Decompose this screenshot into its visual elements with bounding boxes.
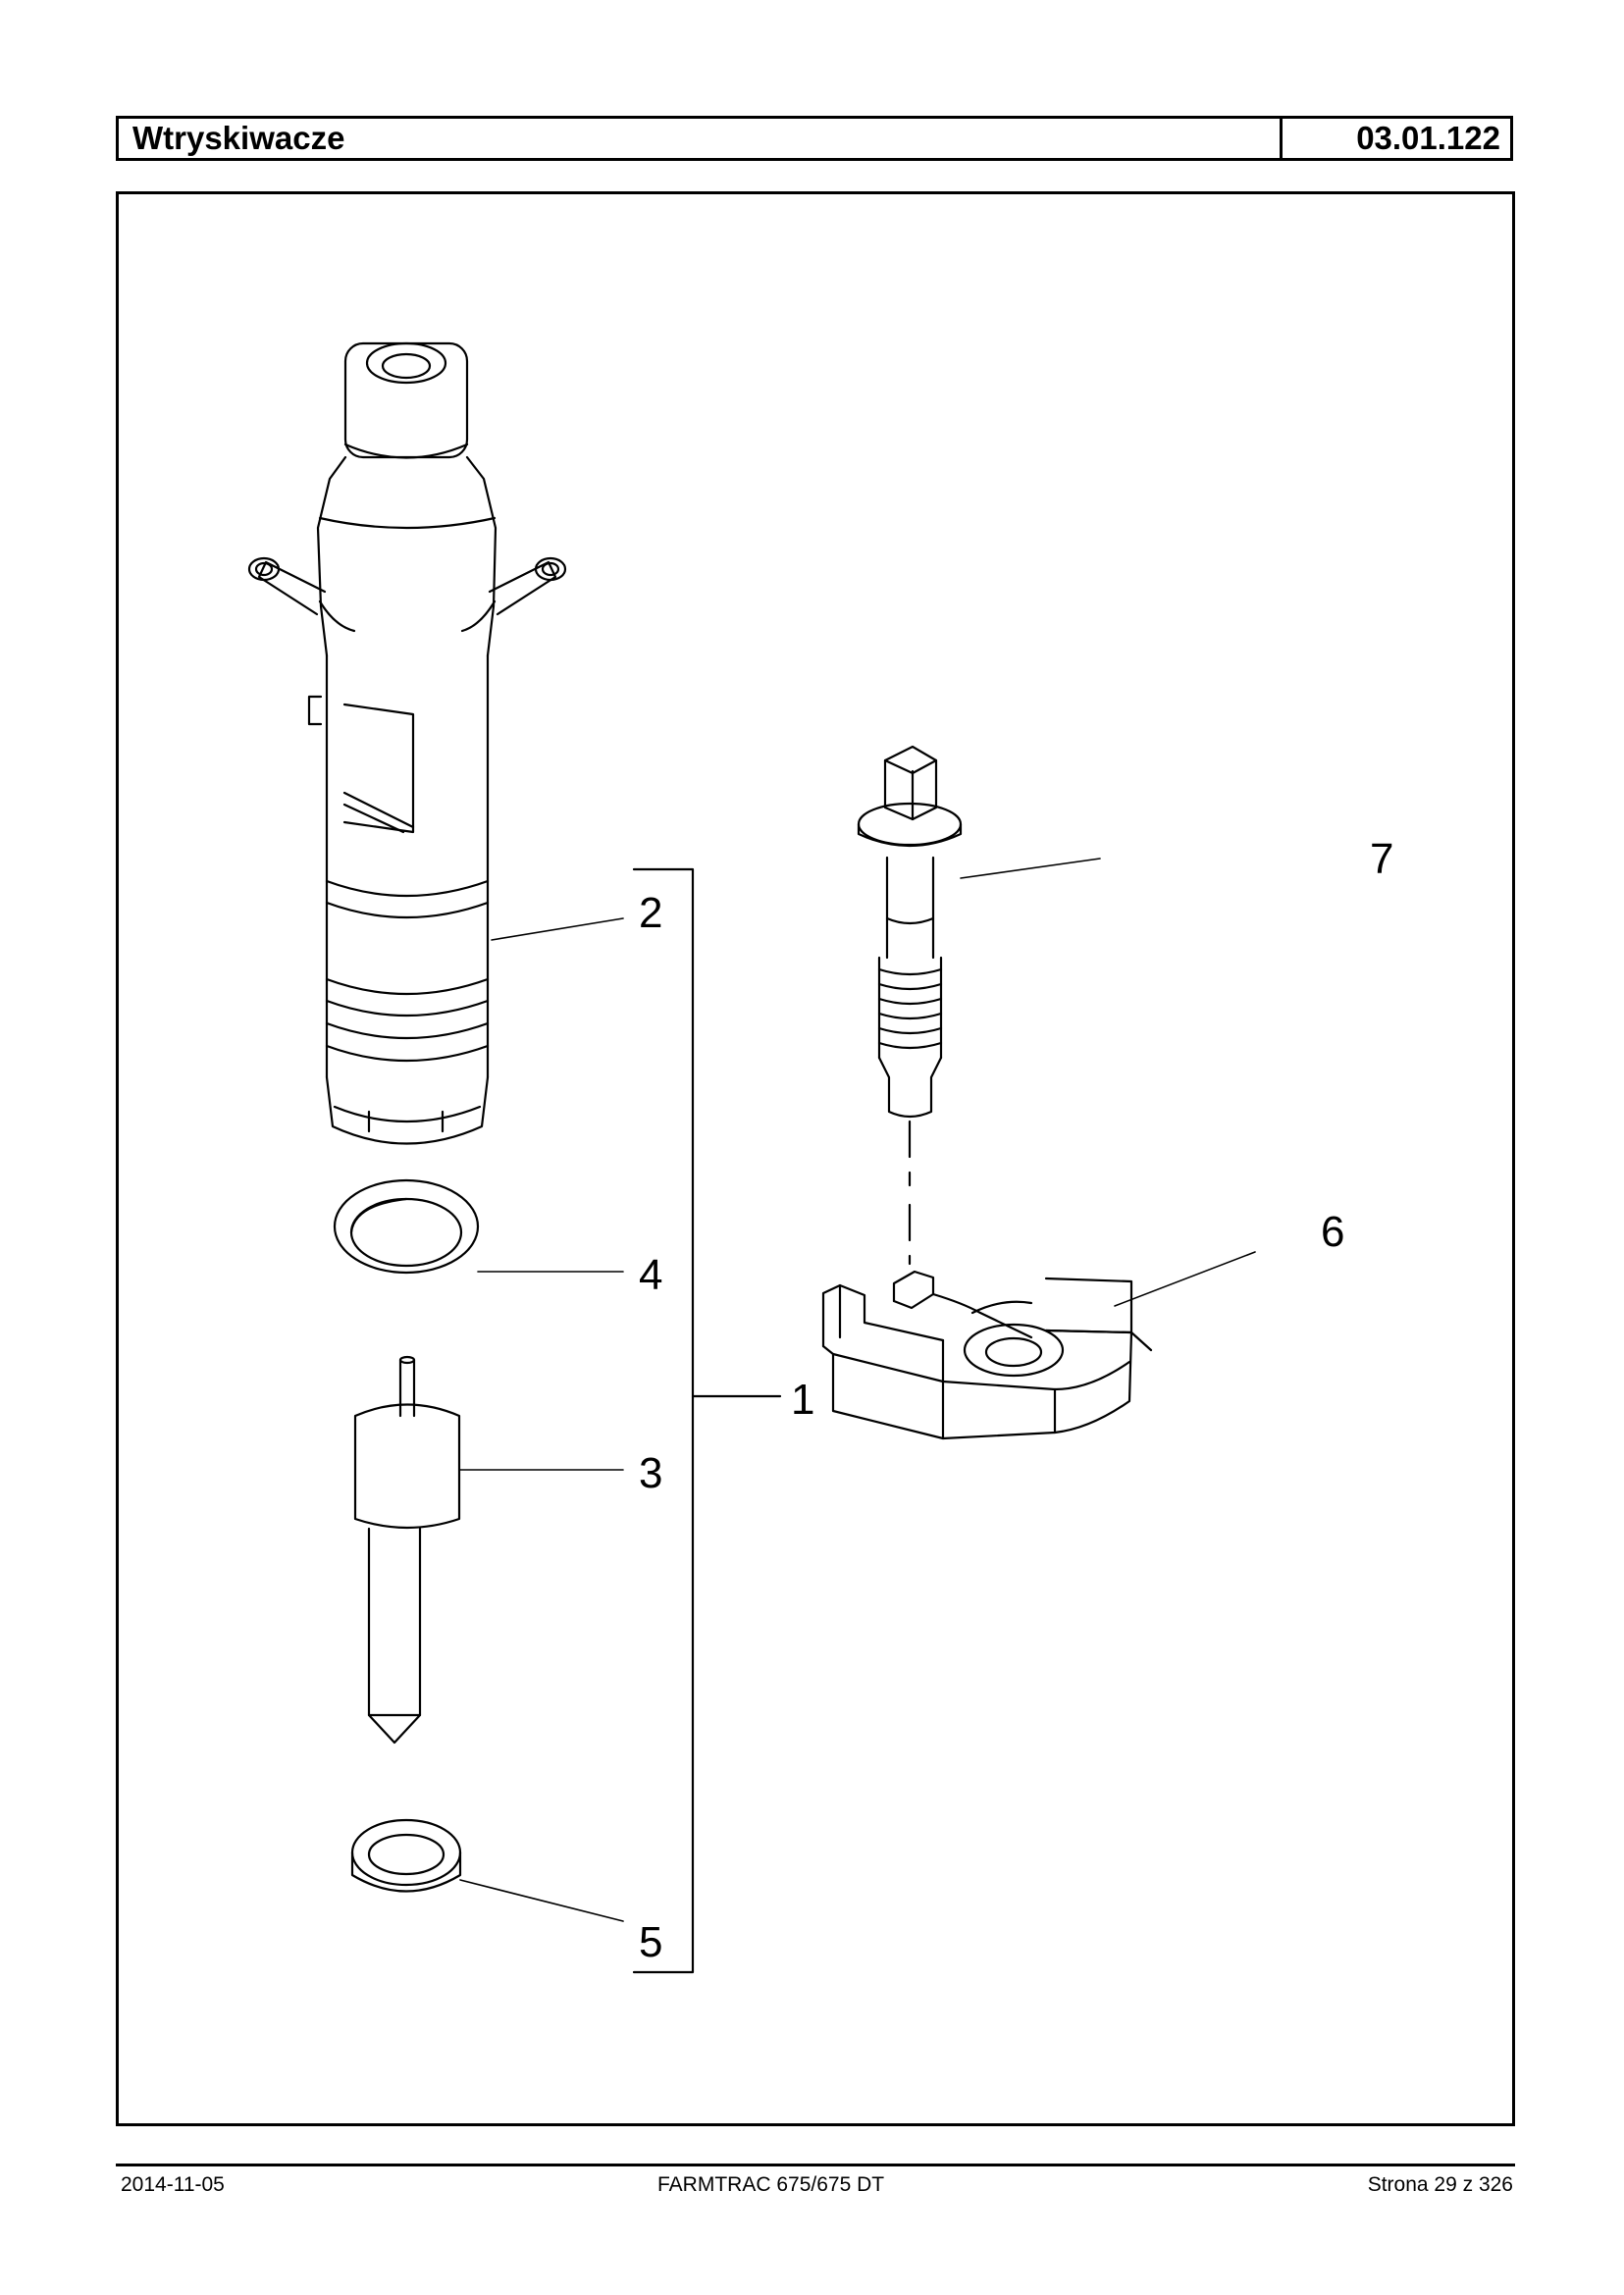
footer-page-number: Strona 29 z 326	[1367, 2173, 1513, 2196]
flange-bolt	[857, 745, 963, 1266]
parts-diagram-frame: 1 2 3 4 5 6 7	[116, 191, 1515, 2126]
callout-5: 5	[639, 1918, 662, 1966]
footer-model: FARMTRAC 675/675 DT	[657, 2173, 885, 2196]
parts-diagram: 1 2 3 4 5 6 7	[247, 341, 1393, 1974]
callout-numbers: 1 2 3 4 5 6 7	[639, 835, 1393, 1966]
footer-rule	[116, 2164, 1515, 2166]
nozzle-washer	[350, 1818, 462, 1893]
callout-1: 1	[791, 1376, 814, 1424]
section-title: Wtryskiwacze	[119, 119, 1283, 158]
injector-body	[247, 341, 567, 1145]
assembly-bracket	[632, 867, 782, 1974]
injector-nozzle	[353, 1355, 461, 1745]
page-header: Wtryskiwacze 03.01.122	[116, 116, 1513, 161]
callout-3: 3	[639, 1449, 662, 1497]
injector-clamp	[821, 1270, 1153, 1440]
callout-6: 6	[1321, 1208, 1344, 1256]
callout-2: 2	[639, 889, 662, 937]
callout-7: 7	[1370, 835, 1393, 883]
sealing-washer	[333, 1178, 480, 1275]
footer-date: 2014-11-05	[121, 2173, 225, 2196]
leader-lines	[458, 858, 1256, 1922]
callout-4: 4	[639, 1251, 662, 1299]
section-code: 03.01.122	[1356, 120, 1500, 156]
